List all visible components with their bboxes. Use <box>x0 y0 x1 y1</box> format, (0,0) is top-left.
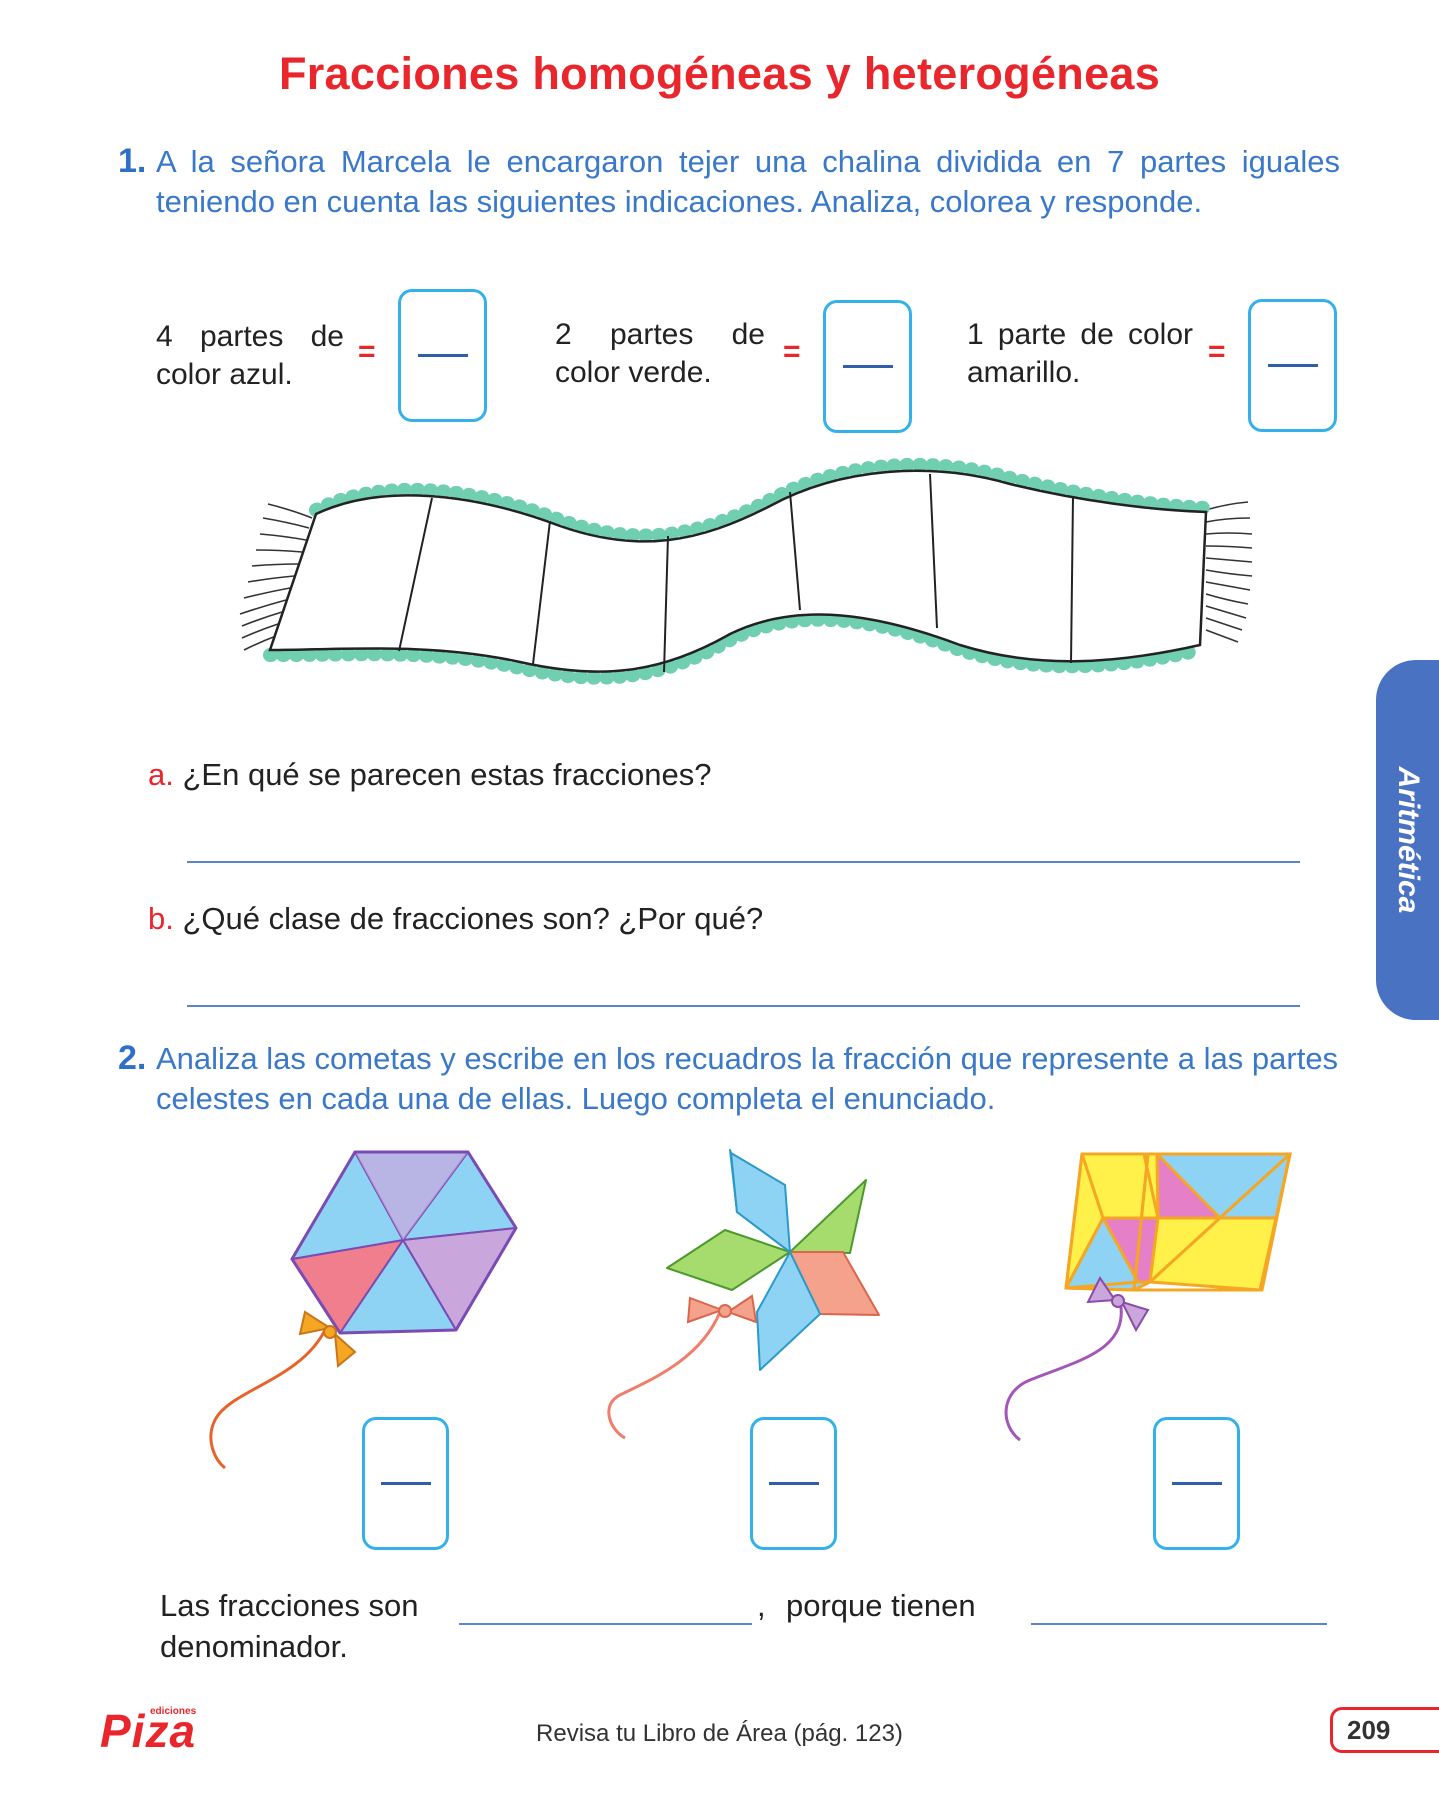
fraction-bar <box>417 353 468 357</box>
question-2-text: Analiza las cometas y escribe en los rec… <box>156 1041 1339 1116</box>
statement-part-1: Las fracciones son <box>160 1588 419 1623</box>
equals-sign-2: = <box>783 335 801 368</box>
statement-separator: , <box>757 1588 766 1623</box>
fraction-answer-box-yellow[interactable] <box>1248 299 1337 432</box>
kite-1-fraction-box[interactable] <box>362 1417 449 1550</box>
scarf-beads-top <box>309 457 1213 543</box>
condition-green-text: 2 partes de color verde. <box>555 318 765 389</box>
fraction-answer-box-blue[interactable] <box>398 289 487 422</box>
scarf-fringe-right <box>1205 501 1253 643</box>
subquestion-a-letter: a. <box>148 757 174 792</box>
kite-hexagon-illustration <box>209 1150 518 1470</box>
statement-part-2: porque tienen <box>786 1588 976 1623</box>
answer-line-b[interactable] <box>187 1005 1300 1007</box>
section-side-tab: Aritmética <box>1376 660 1439 1020</box>
fraction-bar <box>842 364 893 368</box>
page-title: Fracciones homogéneas y heterogéneas <box>278 48 1161 99</box>
statement-blank-2[interactable] <box>1031 1623 1327 1625</box>
fraction-bar <box>1171 1481 1222 1485</box>
kite-3-fraction-box[interactable] <box>1153 1417 1240 1550</box>
subquestion-a-text: ¿En qué se parecen estas fracciones? <box>182 757 712 792</box>
fraction-bar <box>768 1481 819 1485</box>
fraction-bar <box>380 1481 431 1485</box>
condition-blue-text: 4 partes de color azul. <box>156 320 344 391</box>
publisher-logo: Piza <box>100 1705 197 1757</box>
fraction-bar <box>1267 363 1318 367</box>
subquestion-b: b. ¿Qué clase de fracciones son? ¿Por qu… <box>148 901 763 937</box>
scarf-body <box>268 469 1208 673</box>
kite-star-illustration <box>607 1149 880 1440</box>
scarf-illustration <box>239 457 1253 685</box>
answer-line-a[interactable] <box>187 861 1300 863</box>
condition-yellow-text: 1 parte de color amarillo. <box>967 318 1193 389</box>
subquestion-a: a. ¿En qué se parecen estas fracciones? <box>148 757 712 793</box>
subquestion-b-text: ¿Qué clase de fracciones son? ¿Por qué? <box>182 901 764 936</box>
question-1-number: 1. <box>118 142 147 180</box>
kite-rhombus-illustration <box>1004 1152 1292 1442</box>
publisher-logo-small: ediciones <box>150 1706 197 1717</box>
equals-sign-3: = <box>1208 335 1226 368</box>
subquestion-b-letter: b. <box>148 901 174 936</box>
scarf-dividers <box>398 473 1074 673</box>
statement-part-3: denominador. <box>160 1629 348 1664</box>
section-side-tab-label: Aritmética <box>1391 766 1425 914</box>
question-2-number: 2. <box>118 1039 147 1077</box>
page-number: 209 <box>1330 1707 1439 1753</box>
fraction-answer-box-green[interactable] <box>823 300 912 433</box>
footer-reference: Revisa tu Libro de Área (pág. 123) <box>536 1720 903 1747</box>
scarf-beads-bottom <box>263 612 1207 685</box>
question-1-text: A la señora Marcela le encargaron tejer … <box>156 144 1340 219</box>
kite-2-fraction-box[interactable] <box>750 1417 837 1550</box>
statement-blank-1[interactable] <box>459 1623 752 1625</box>
equals-sign-1: = <box>358 335 376 368</box>
